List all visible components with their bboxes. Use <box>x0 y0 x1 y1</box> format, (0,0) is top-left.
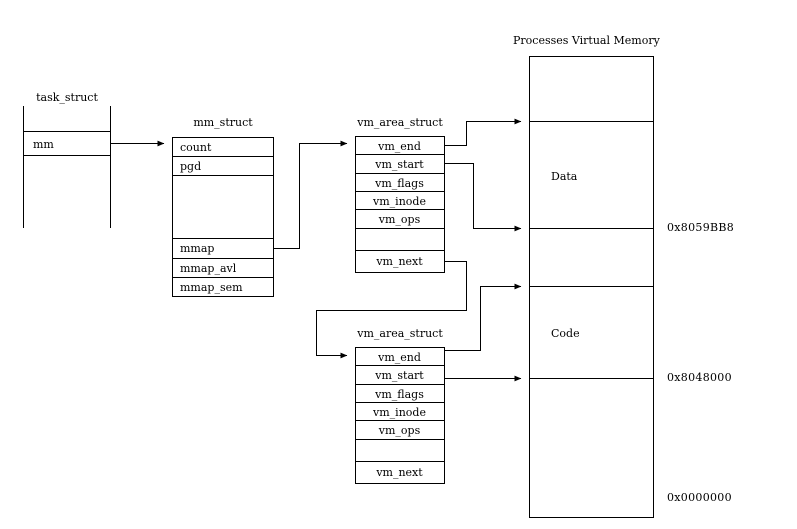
vma2-field-vm-flags: vm_flags <box>375 388 424 401</box>
mm-struct-field-count: count <box>180 141 212 154</box>
connector-vma2-vmend-to-code-top <box>444 283 522 351</box>
vma1-field-vm-start: vm_start <box>375 158 424 171</box>
mm-struct-field-mmap: mmap <box>180 242 215 255</box>
vm-area-struct-1-title: vm_area_struct <box>357 116 443 129</box>
vm-area-struct-1-box <box>355 136 445 273</box>
vma2-field-vm-inode: vm_inode <box>373 406 426 419</box>
mm-struct-title: mm_struct <box>193 116 253 129</box>
connector-vma1-vmend-to-data-top <box>444 118 522 146</box>
connector-mmap-to-vma1 <box>273 140 348 249</box>
vma1-field-vm-next: vm_next <box>376 255 423 268</box>
address-label-base: 0x0000000 <box>667 491 732 504</box>
vma2-field-vm-end: vm_end <box>378 351 421 364</box>
vm-area-struct-2-title: vm_area_struct <box>357 327 443 340</box>
vma2-field-vm-ops: vm_ops <box>378 424 421 437</box>
vma1-field-vm-flags: vm_flags <box>375 177 424 190</box>
vma1-field-vm-end: vm_end <box>378 140 421 153</box>
vma2-field-vm-next: vm_next <box>376 466 423 479</box>
mm-struct-field-mmap-sem: mmap_sem <box>180 281 243 294</box>
task-struct-field-mm: mm <box>33 138 54 151</box>
vma2-field-vm-start: vm_start <box>375 369 424 382</box>
vma1-field-vm-ops: vm_ops <box>378 213 421 226</box>
virtual-memory-title: Processes Virtual Memory <box>513 34 660 47</box>
virtual-memory-column <box>529 56 654 518</box>
mm-struct-box <box>172 137 274 297</box>
connector-vma1-vmstart-to-data-bottom <box>444 163 522 232</box>
vm-area-struct-2-box <box>355 347 445 484</box>
address-label-code-end: 0x8048000 <box>667 371 732 384</box>
task-struct-box <box>23 106 111 228</box>
task-struct-title: task_struct <box>36 91 98 104</box>
memory-region-data-label: Data <box>551 170 578 183</box>
address-label-data-end: 0x8059BB8 <box>667 221 735 234</box>
connector-vma1-vmnext-to-vma2 <box>316 261 467 359</box>
mm-struct-field-pgd: pgd <box>180 160 202 173</box>
memory-region-code-label: Code <box>551 327 580 340</box>
vma1-field-vm-inode: vm_inode <box>373 195 426 208</box>
mm-struct-field-mmap-avl: mmap_avl <box>180 262 237 275</box>
